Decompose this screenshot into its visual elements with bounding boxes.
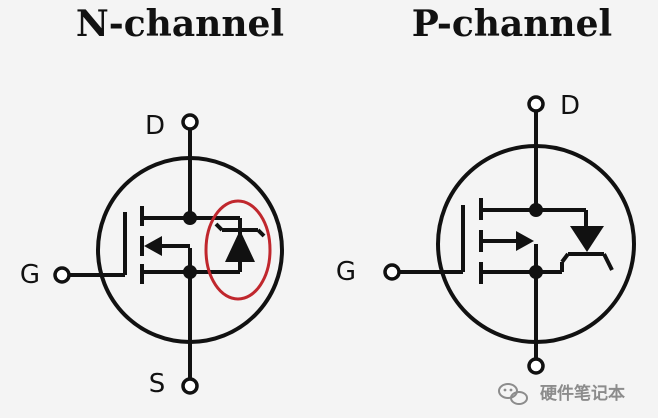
p-drain-label: D xyxy=(560,91,580,121)
n-gate-terminal xyxy=(53,266,71,284)
p-drain-terminal xyxy=(527,95,545,113)
p-body-diode-icon xyxy=(570,226,604,252)
wechat-icon xyxy=(498,383,528,405)
p-source-junction-dot xyxy=(529,265,543,279)
p-source-terminal xyxy=(527,357,545,375)
n-diode-cathode-tick-left xyxy=(214,222,224,232)
p-channel-title: P-channel xyxy=(412,3,612,45)
n-drain-label: D xyxy=(145,111,165,141)
n-source-terminal xyxy=(181,377,199,395)
n-drain-junction-dot xyxy=(183,211,197,225)
n-source-label: S xyxy=(149,369,166,399)
n-drain-terminal xyxy=(181,113,199,131)
p-drain-junction-dot xyxy=(529,203,543,217)
n-body-arrow-icon xyxy=(144,236,162,256)
n-channel-title: N-channel xyxy=(76,3,284,45)
p-gate-label: G xyxy=(336,257,356,287)
p-diode-cathode-tick-right xyxy=(602,253,614,271)
n-body-diode-icon xyxy=(225,230,255,262)
n-diode-cathode-tick-right xyxy=(256,228,266,238)
p-channel-symbol: P-channel D G xyxy=(336,3,636,375)
p-body-arrow-icon xyxy=(516,231,534,251)
p-gate-terminal xyxy=(383,263,401,281)
n-channel-symbol: N-channel D xyxy=(20,3,284,399)
p-diode-cathode-tick-left xyxy=(560,252,570,264)
n-gate-label: G xyxy=(20,260,40,290)
n-diode-highlight-ring xyxy=(204,199,272,301)
n-source-junction-dot xyxy=(183,265,197,279)
watermark: 硬件笔记本 xyxy=(498,383,625,405)
watermark-text: 硬件笔记本 xyxy=(540,383,625,404)
